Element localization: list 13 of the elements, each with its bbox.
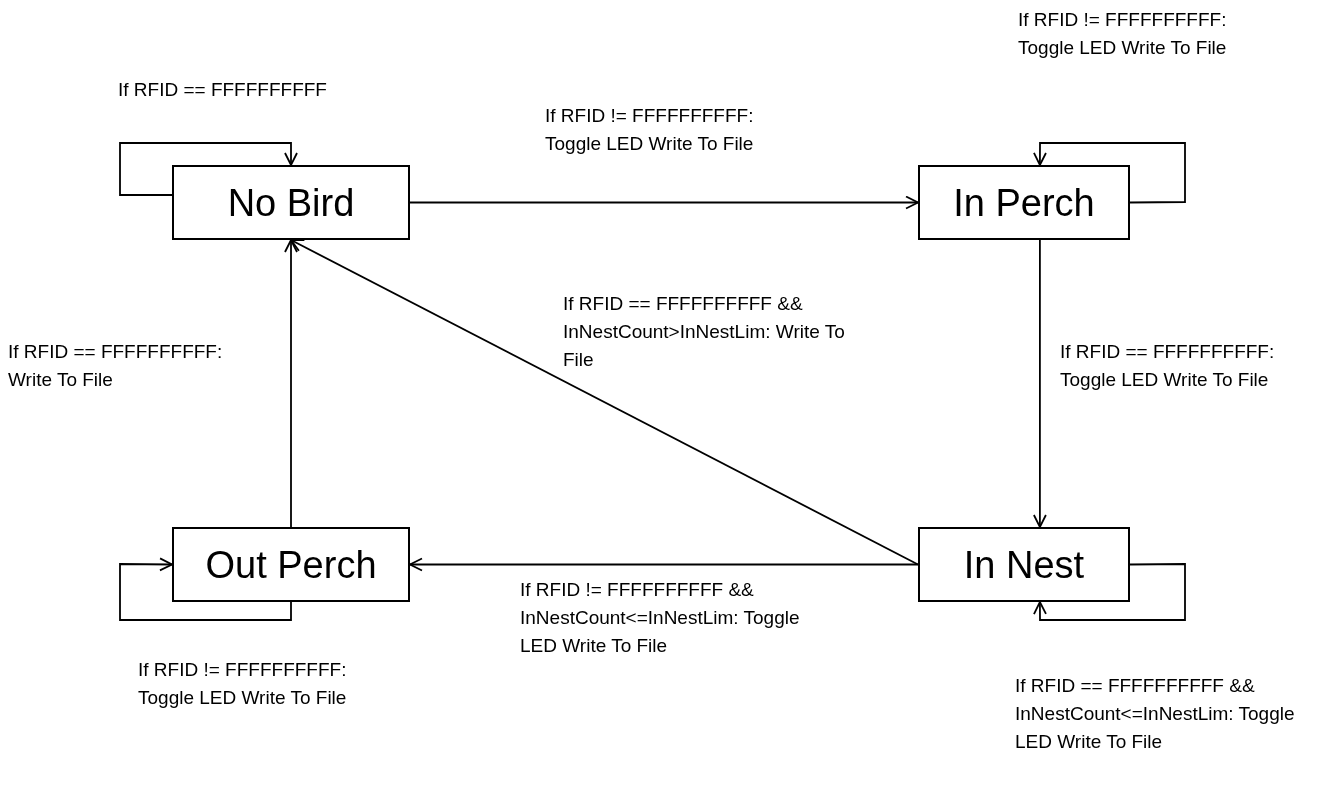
state-box: Out Perch bbox=[172, 527, 410, 602]
arrow bbox=[119, 142, 298, 196]
arrow bbox=[119, 557, 292, 621]
arrow bbox=[409, 195, 919, 210]
arrow bbox=[290, 239, 919, 566]
arrow bbox=[1033, 142, 1186, 204]
arrow bbox=[284, 239, 298, 528]
state-box: In Nest bbox=[918, 527, 1130, 602]
state-box: No Bird bbox=[172, 165, 410, 240]
arrow bbox=[1033, 239, 1047, 528]
state-box: In Perch bbox=[918, 165, 1130, 240]
arrow bbox=[1033, 563, 1186, 621]
arrow bbox=[409, 557, 919, 572]
